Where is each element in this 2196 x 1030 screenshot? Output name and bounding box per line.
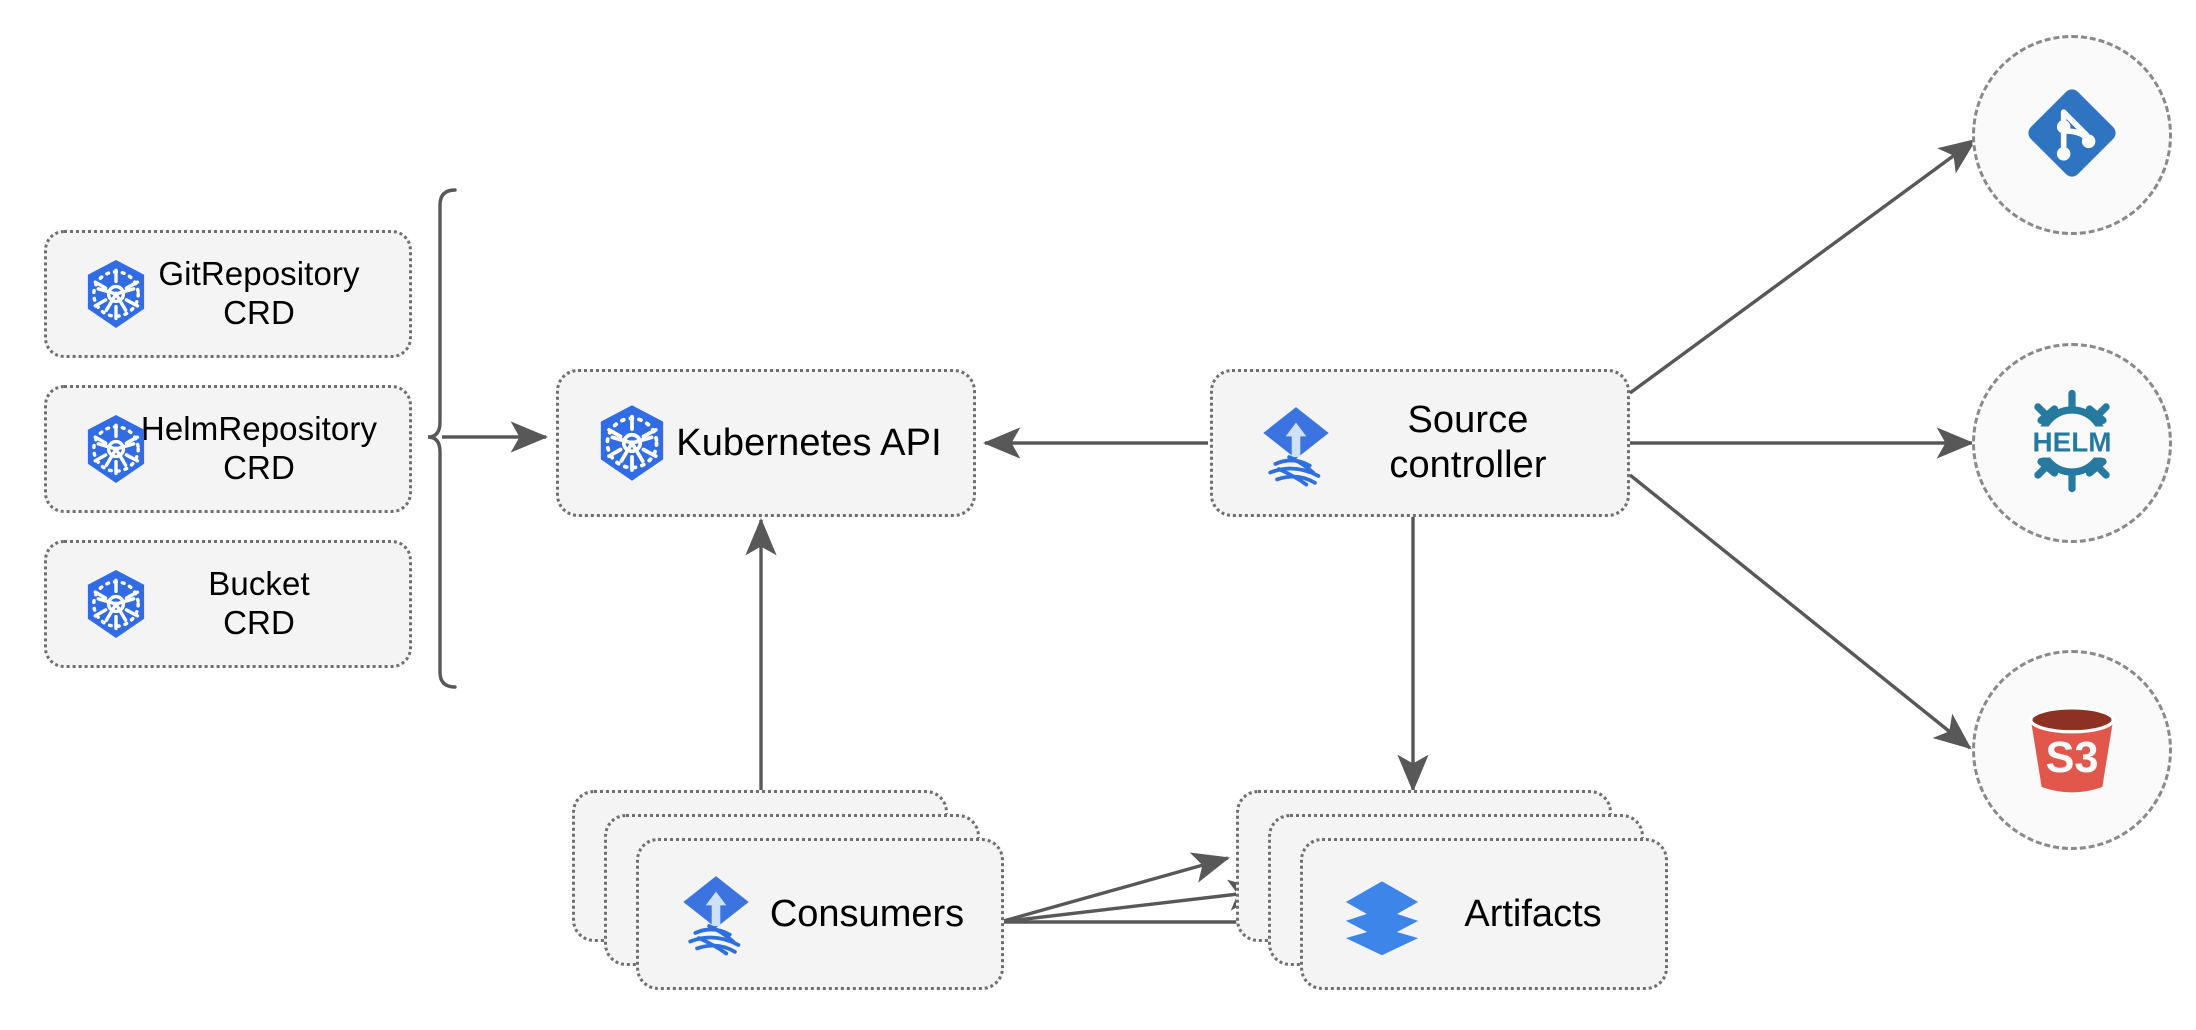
consumers-label: Consumers <box>769 892 965 935</box>
kubernetes-api-box[interactable]: Kubernetes API <box>556 369 976 517</box>
consumers-stack[interactable]: Consumers <box>572 790 1004 990</box>
edge-consumers-to-artifacts-2 <box>999 879 1267 924</box>
svg-text:S3: S3 <box>2046 733 2099 781</box>
s3-bucket-icon: S3 <box>2007 683 2137 818</box>
external-helm-circle[interactable]: HELM <box>1972 343 2172 543</box>
kubernetes-icon <box>79 257 153 331</box>
flux-icon <box>673 871 759 957</box>
layers-icon <box>1339 871 1425 957</box>
crd-box-bucket[interactable]: Bucket CRD <box>44 540 412 668</box>
edge-source-controller-to-git <box>1628 138 1977 395</box>
kubernetes-api-label: Kubernetes API <box>676 421 942 464</box>
external-s3-circle[interactable]: S3 <box>1972 650 2172 850</box>
edge-source-controller-to-s3 <box>1628 473 1972 750</box>
crd-label: Bucket CRD <box>208 565 310 641</box>
kubernetes-icon <box>591 402 673 484</box>
flux-icon <box>1253 402 1335 487</box>
crd-box-gitrepository[interactable]: GitRepository CRD <box>44 230 412 358</box>
kubernetes-icon <box>79 567 153 641</box>
crd-label: HelmRepository CRD <box>140 410 378 486</box>
git-icon <box>2020 81 2124 190</box>
crd-group-brace <box>427 188 457 689</box>
crd-label: GitRepository CRD <box>158 255 360 331</box>
source-controller-box[interactable]: Source controller <box>1210 369 1630 517</box>
artifacts-stack[interactable]: Artifacts <box>1236 790 1668 990</box>
helm-icon: HELM <box>2010 379 2134 508</box>
source-controller-label: Source controller <box>1389 399 1547 486</box>
external-git-circle[interactable] <box>1972 35 2172 235</box>
crd-box-helmrepository[interactable]: HelmRepository CRD <box>44 385 412 513</box>
consumers-card-front[interactable]: Consumers <box>636 838 1004 990</box>
artifacts-card-front[interactable]: Artifacts <box>1300 838 1668 990</box>
edge-consumers-to-artifacts-1 <box>999 852 1230 924</box>
artifacts-label: Artifacts <box>1464 892 1602 935</box>
kubernetes-icon <box>79 412 153 486</box>
svg-text:HELM: HELM <box>2032 426 2111 457</box>
